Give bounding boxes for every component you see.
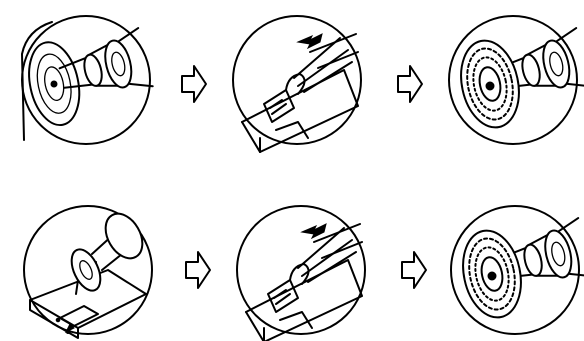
step-2-1-panel [24, 206, 152, 338]
step-1-2-panel [233, 16, 361, 152]
arrow-right-outline-icon [186, 252, 210, 288]
arrow-right-outline-icon [398, 66, 422, 102]
step-2-2-panel [237, 206, 365, 341]
step-1-1-panel [22, 16, 153, 144]
step-2-3-panel [451, 206, 584, 334]
arrow-right-outline-icon [182, 66, 206, 102]
arrow-right-outline-icon [402, 252, 426, 288]
step-1-3-panel [449, 16, 584, 144]
